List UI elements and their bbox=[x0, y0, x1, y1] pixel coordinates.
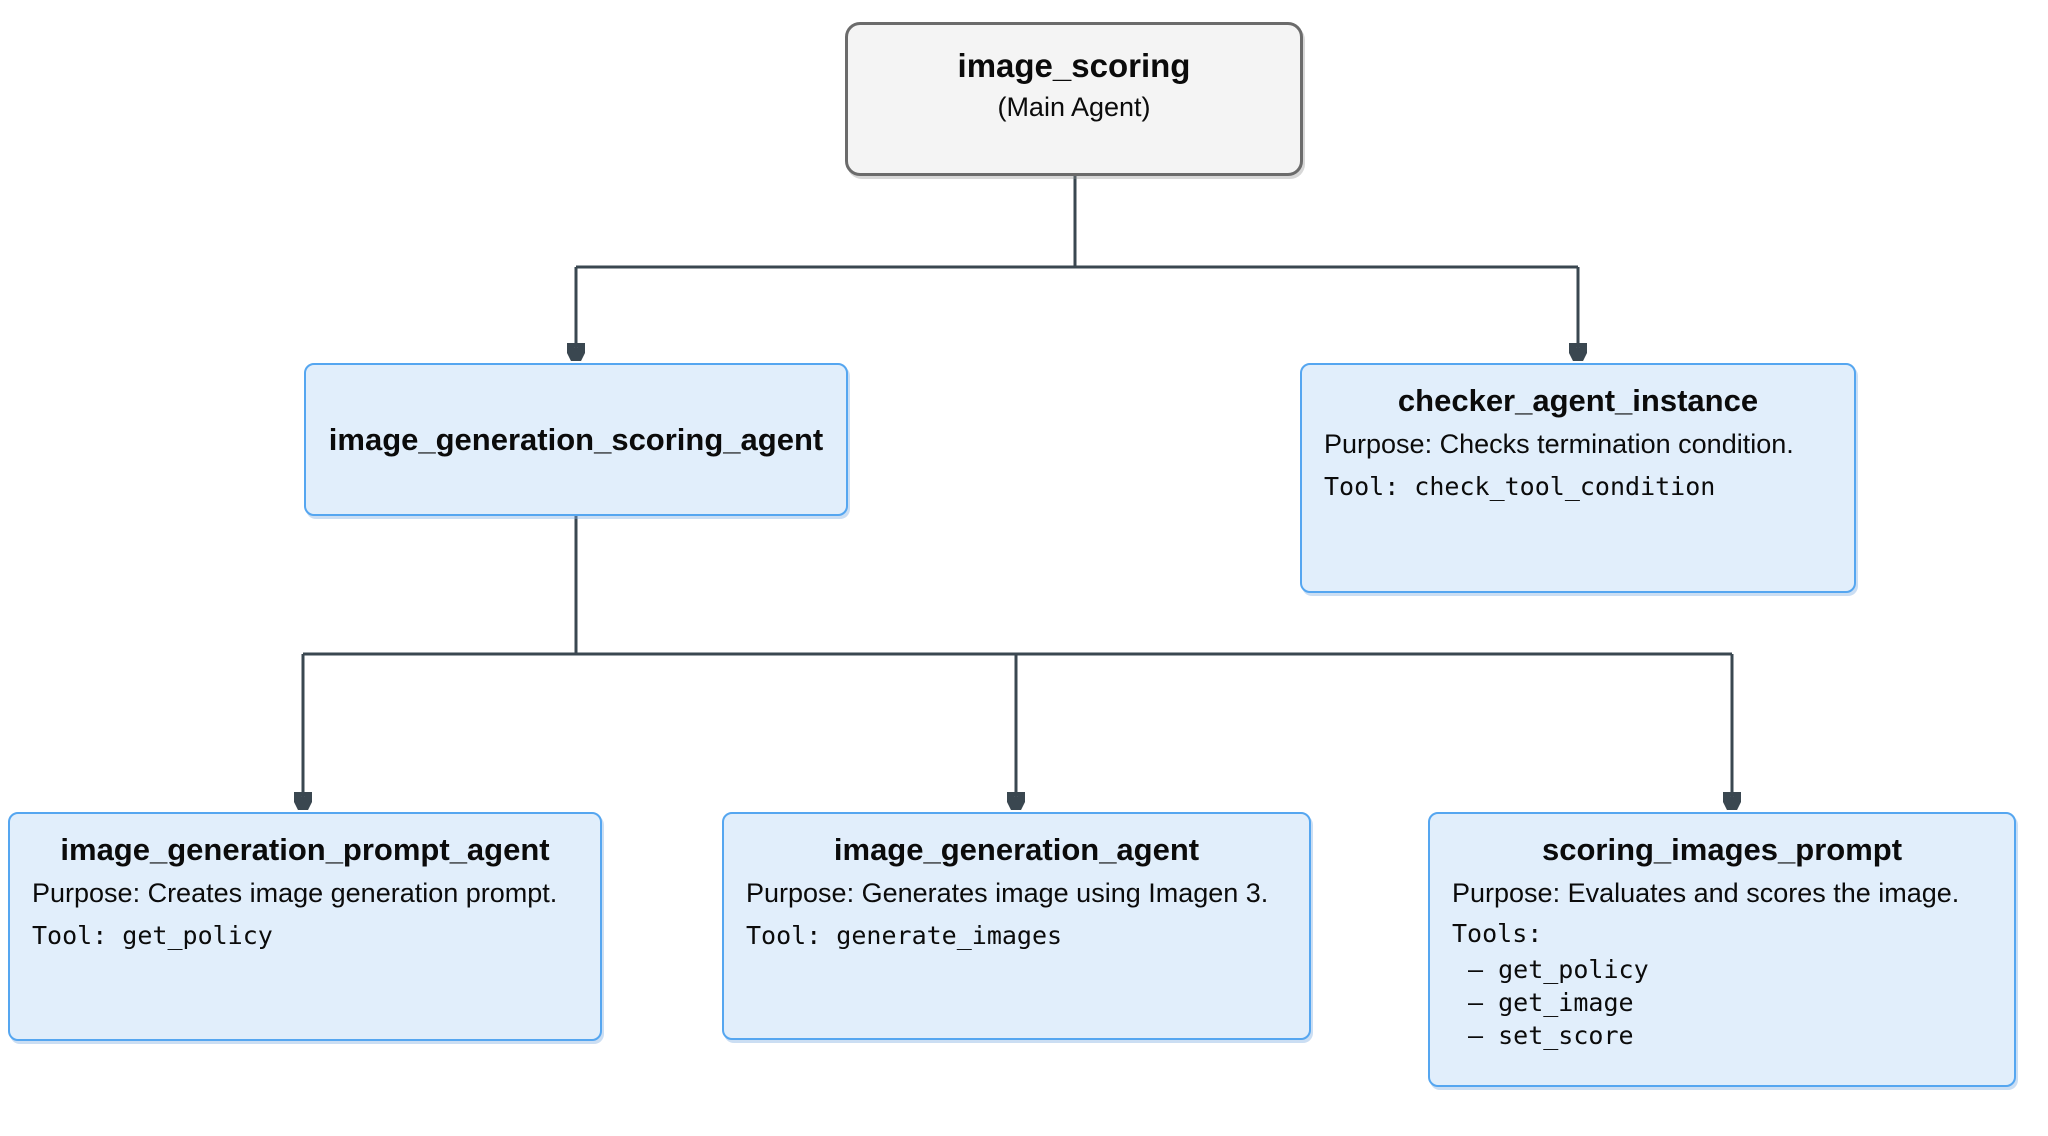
node-image-scoring: image_scoring (Main Agent) bbox=[845, 22, 1303, 176]
node-tools-list: – get_policy – get_image – set_score bbox=[1452, 953, 1992, 1052]
node-purpose: Purpose: Checks termination condition. bbox=[1324, 429, 1794, 459]
node-title: image_generation_agent bbox=[833, 832, 1200, 867]
node-title: checker_agent_instance bbox=[1397, 383, 1759, 418]
node-purpose: Purpose: Creates image generation prompt… bbox=[32, 878, 558, 908]
node-scoring-images-prompt: scoring_images_prompt Purpose: Evaluates… bbox=[1428, 812, 2016, 1087]
tool-list-item: – get_policy bbox=[1468, 955, 1649, 984]
node-tool: Tool: check_tool_condition bbox=[1324, 472, 1716, 501]
node-title: image_scoring bbox=[957, 47, 1191, 84]
node-tool: Tool: generate_images bbox=[746, 921, 1063, 950]
node-subtitle: (Main Agent) bbox=[997, 92, 1151, 122]
node-image-generation-agent: image_generation_agent Purpose: Generate… bbox=[722, 812, 1311, 1040]
node-tool: Tool: get_policy bbox=[32, 921, 273, 950]
node-purpose: Purpose: Generates image using Imagen 3. bbox=[746, 878, 1269, 908]
node-title: scoring_images_prompt bbox=[1541, 832, 1903, 867]
node-title: image_generation_scoring_agent bbox=[328, 421, 824, 457]
node-checker-agent-instance: checker_agent_instance Purpose: Checks t… bbox=[1300, 363, 1856, 593]
node-purpose: Purpose: Evaluates and scores the image. bbox=[1452, 878, 1960, 908]
node-image-generation-prompt-agent: image_generation_prompt_agent Purpose: C… bbox=[8, 812, 602, 1041]
node-title: image_generation_prompt_agent bbox=[60, 832, 550, 867]
node-tools-label: Tools: bbox=[1452, 919, 1543, 948]
tool-list-item: – set_score bbox=[1468, 1021, 1634, 1050]
tool-list-item: – get_image bbox=[1468, 988, 1634, 1017]
node-image-generation-scoring-agent: image_generation_scoring_agent bbox=[304, 363, 848, 516]
